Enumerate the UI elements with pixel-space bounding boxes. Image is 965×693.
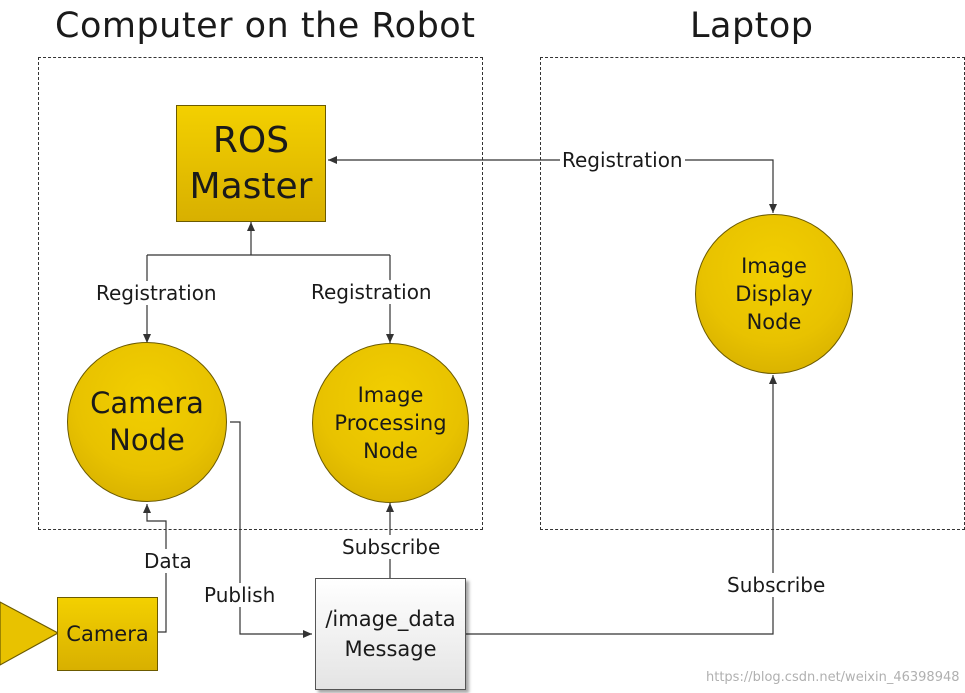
camera-device: Camera bbox=[57, 597, 158, 671]
edge-label-registration-camera: Registration bbox=[94, 281, 219, 305]
edge-label-registration-laptop: Registration bbox=[560, 148, 685, 172]
image-data-message: /image_data Message bbox=[315, 578, 466, 690]
edge-label-data: Data bbox=[142, 549, 194, 573]
image-display-node: Image Display Node bbox=[695, 214, 853, 374]
edge-publish bbox=[230, 421, 312, 638]
image-processing-node: Image Processing Node bbox=[312, 343, 469, 503]
edge-label-registration-processing: Registration bbox=[309, 280, 434, 304]
edge-label-subscribe-display: Subscribe bbox=[725, 573, 828, 597]
edge-data bbox=[143, 504, 167, 633]
camera-lens-triangle bbox=[0, 601, 60, 666]
robot-group-box bbox=[38, 57, 483, 530]
edge-label-subscribe-processing: Subscribe bbox=[340, 535, 443, 559]
edge-subscribe-display bbox=[466, 375, 777, 635]
image-data-message-label: /image_data Message bbox=[325, 607, 456, 661]
edge-label-publish: Publish bbox=[202, 583, 278, 607]
robot-group-title: Computer on the Robot bbox=[55, 6, 476, 46]
image-processing-node-label: Image Processing Node bbox=[334, 383, 447, 463]
laptop-group-title: Laptop bbox=[690, 6, 814, 46]
ros-master-label: ROS Master bbox=[189, 119, 313, 207]
watermark: https://blog.csdn.net/weixin_46398948 bbox=[706, 670, 960, 685]
camera-device-label: Camera bbox=[66, 622, 149, 646]
camera-node-label: Camera Node bbox=[90, 386, 204, 457]
image-display-node-label: Image Display Node bbox=[735, 254, 813, 334]
camera-node: Camera Node bbox=[67, 342, 227, 502]
ros-master-node: ROS Master bbox=[176, 105, 326, 222]
